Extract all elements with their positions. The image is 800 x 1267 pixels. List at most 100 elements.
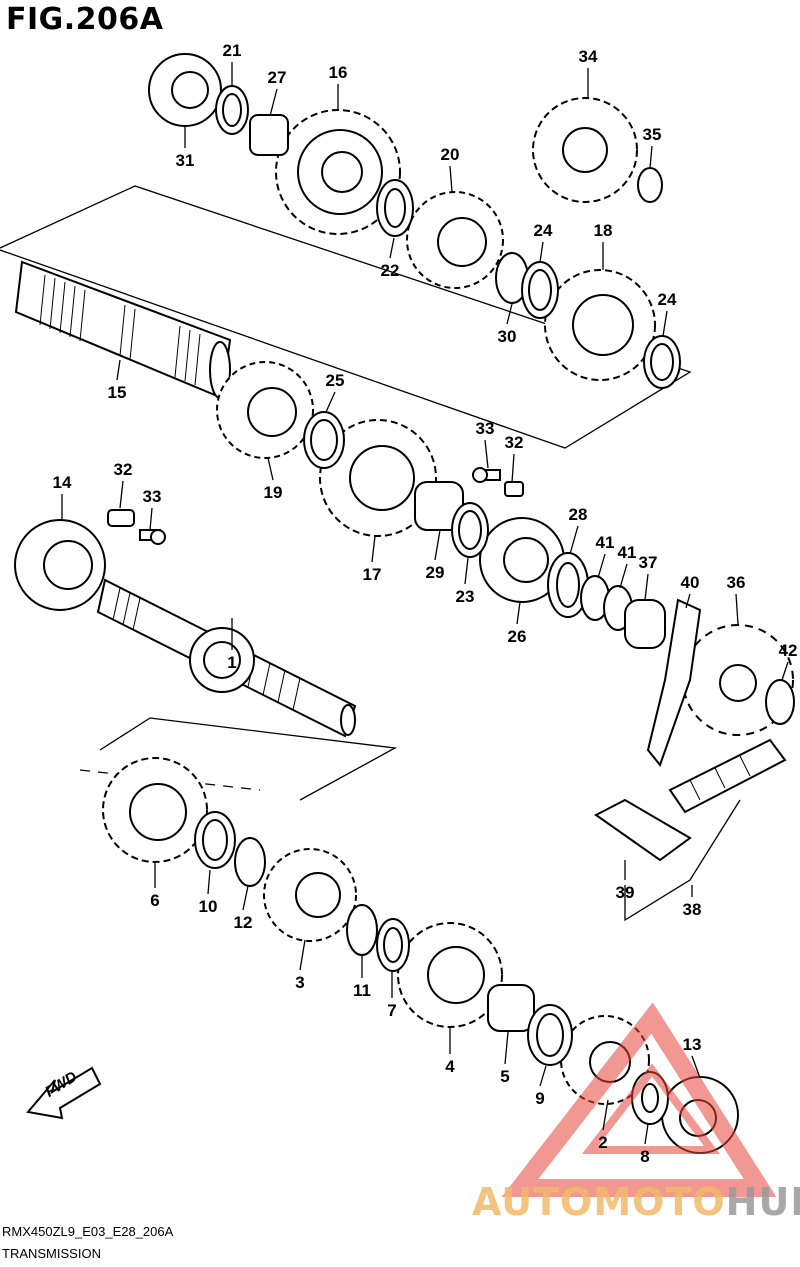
callout-15: 15 bbox=[108, 383, 127, 402]
callout-leader-41 bbox=[597, 553, 606, 579]
callout-35: 35 bbox=[643, 125, 662, 144]
callout-28: 28 bbox=[569, 505, 588, 524]
callout-32: 32 bbox=[505, 433, 524, 452]
driveshaft-group-frame bbox=[99, 717, 398, 801]
callout-26: 26 bbox=[508, 627, 527, 646]
callout-22: 22 bbox=[381, 261, 400, 280]
callout-14: 14 bbox=[53, 473, 72, 492]
callout-leader-10 bbox=[207, 869, 211, 895]
gear-34 bbox=[532, 97, 638, 203]
callout-leader-36 bbox=[735, 593, 739, 625]
washer-22 bbox=[376, 179, 414, 237]
callout-41: 41 bbox=[596, 533, 615, 552]
circlip-42 bbox=[765, 679, 795, 725]
callout-leader-41 bbox=[619, 563, 628, 589]
callout-39: 39 bbox=[616, 883, 635, 902]
gear-20 bbox=[406, 191, 504, 289]
callout-20: 20 bbox=[441, 145, 460, 164]
callout-36: 36 bbox=[727, 573, 746, 592]
washer-21 bbox=[215, 85, 249, 135]
washer-24a bbox=[521, 261, 559, 319]
callout-27: 27 bbox=[268, 68, 287, 87]
callout-labels: 1234567891011121314151617181920212223242… bbox=[53, 41, 798, 1166]
callout-24: 24 bbox=[658, 290, 677, 309]
screw-33b bbox=[139, 529, 166, 545]
gear-4 bbox=[397, 922, 503, 1028]
callout-24: 24 bbox=[534, 221, 553, 240]
automotohub-logo-icon bbox=[501, 1002, 777, 1197]
callout-leader-13 bbox=[691, 1055, 701, 1079]
callout-18: 18 bbox=[594, 221, 613, 240]
callout-leader-33 bbox=[149, 507, 153, 531]
callout-19: 19 bbox=[264, 483, 283, 502]
callout-leader-17 bbox=[371, 535, 376, 563]
needle-bearing-5 bbox=[487, 984, 535, 1032]
washer-9 bbox=[527, 1004, 573, 1066]
callout-leader-40 bbox=[685, 593, 691, 609]
callout-42: 42 bbox=[779, 641, 798, 660]
callout-21: 21 bbox=[223, 41, 242, 60]
callout-13: 13 bbox=[683, 1035, 702, 1054]
callout-leader-8 bbox=[644, 1123, 649, 1145]
callout-34: 34 bbox=[579, 47, 598, 66]
watermark-text: AUTOMOTOHUB bbox=[472, 1180, 800, 1224]
gear-3 bbox=[263, 848, 357, 942]
spacer-37 bbox=[624, 599, 666, 649]
bearing-26 bbox=[479, 517, 565, 603]
circlip-35 bbox=[637, 167, 663, 203]
fwd-arrow-icon bbox=[26, 1066, 102, 1120]
callout-leader-22 bbox=[389, 237, 395, 259]
callout-1: 1 bbox=[227, 653, 236, 672]
callout-25: 25 bbox=[326, 371, 345, 390]
callout-10: 10 bbox=[199, 897, 218, 916]
callout-leader-30 bbox=[506, 303, 513, 325]
callout-leader-27 bbox=[269, 88, 278, 117]
callout-leader-24 bbox=[539, 241, 544, 263]
callout-2: 2 bbox=[598, 1133, 607, 1152]
plate-32a bbox=[504, 481, 524, 497]
callout-9: 9 bbox=[535, 1089, 544, 1108]
gear-18 bbox=[544, 269, 656, 381]
callout-leader-26 bbox=[516, 601, 521, 625]
callout-leader-19 bbox=[267, 457, 274, 481]
callout-41: 41 bbox=[618, 543, 637, 562]
callout-leader-3 bbox=[299, 939, 306, 971]
washer-10 bbox=[194, 811, 236, 869]
callout-leader-28 bbox=[569, 525, 579, 555]
callout-leader-2 bbox=[602, 1099, 609, 1131]
callout-16: 16 bbox=[329, 63, 348, 82]
callout-leader-23 bbox=[464, 557, 469, 585]
gear-19 bbox=[216, 361, 314, 459]
callout-33: 33 bbox=[476, 419, 495, 438]
callout-17: 17 bbox=[363, 565, 382, 584]
callout-leader-29 bbox=[434, 529, 441, 561]
callout-leader-9 bbox=[539, 1065, 547, 1087]
section-name: TRANSMISSION bbox=[2, 1246, 101, 1261]
bearing-14 bbox=[14, 519, 106, 611]
callout-5: 5 bbox=[500, 1067, 509, 1086]
callout-3: 3 bbox=[295, 973, 304, 992]
callout-leader-37 bbox=[644, 573, 649, 601]
countershaft-15 bbox=[14, 260, 232, 400]
screw-33a bbox=[472, 467, 501, 483]
callout-leader-12 bbox=[242, 885, 249, 911]
washer-7 bbox=[376, 918, 410, 972]
model-code: RMX450ZL9_E03_E28_206A bbox=[2, 1224, 174, 1239]
drive-chain-38 bbox=[668, 738, 787, 814]
callout-11: 11 bbox=[353, 981, 371, 1000]
circlip-11 bbox=[346, 904, 378, 956]
callout-37: 37 bbox=[639, 553, 658, 572]
circlip-12 bbox=[234, 837, 266, 887]
gear-16 bbox=[275, 109, 401, 235]
callout-leader-20 bbox=[449, 165, 453, 193]
callout-23: 23 bbox=[456, 587, 475, 606]
washer-24b bbox=[643, 335, 681, 389]
gear-17 bbox=[319, 419, 437, 537]
watermark-brand-left: AUTOMOTO bbox=[472, 1180, 726, 1224]
callout-leader-25 bbox=[325, 391, 336, 413]
callout-leader-32 bbox=[511, 453, 515, 483]
chain-joint-39 bbox=[594, 798, 692, 862]
callout-32: 32 bbox=[114, 460, 133, 479]
watermark-brand-right: HUB bbox=[725, 1180, 800, 1224]
